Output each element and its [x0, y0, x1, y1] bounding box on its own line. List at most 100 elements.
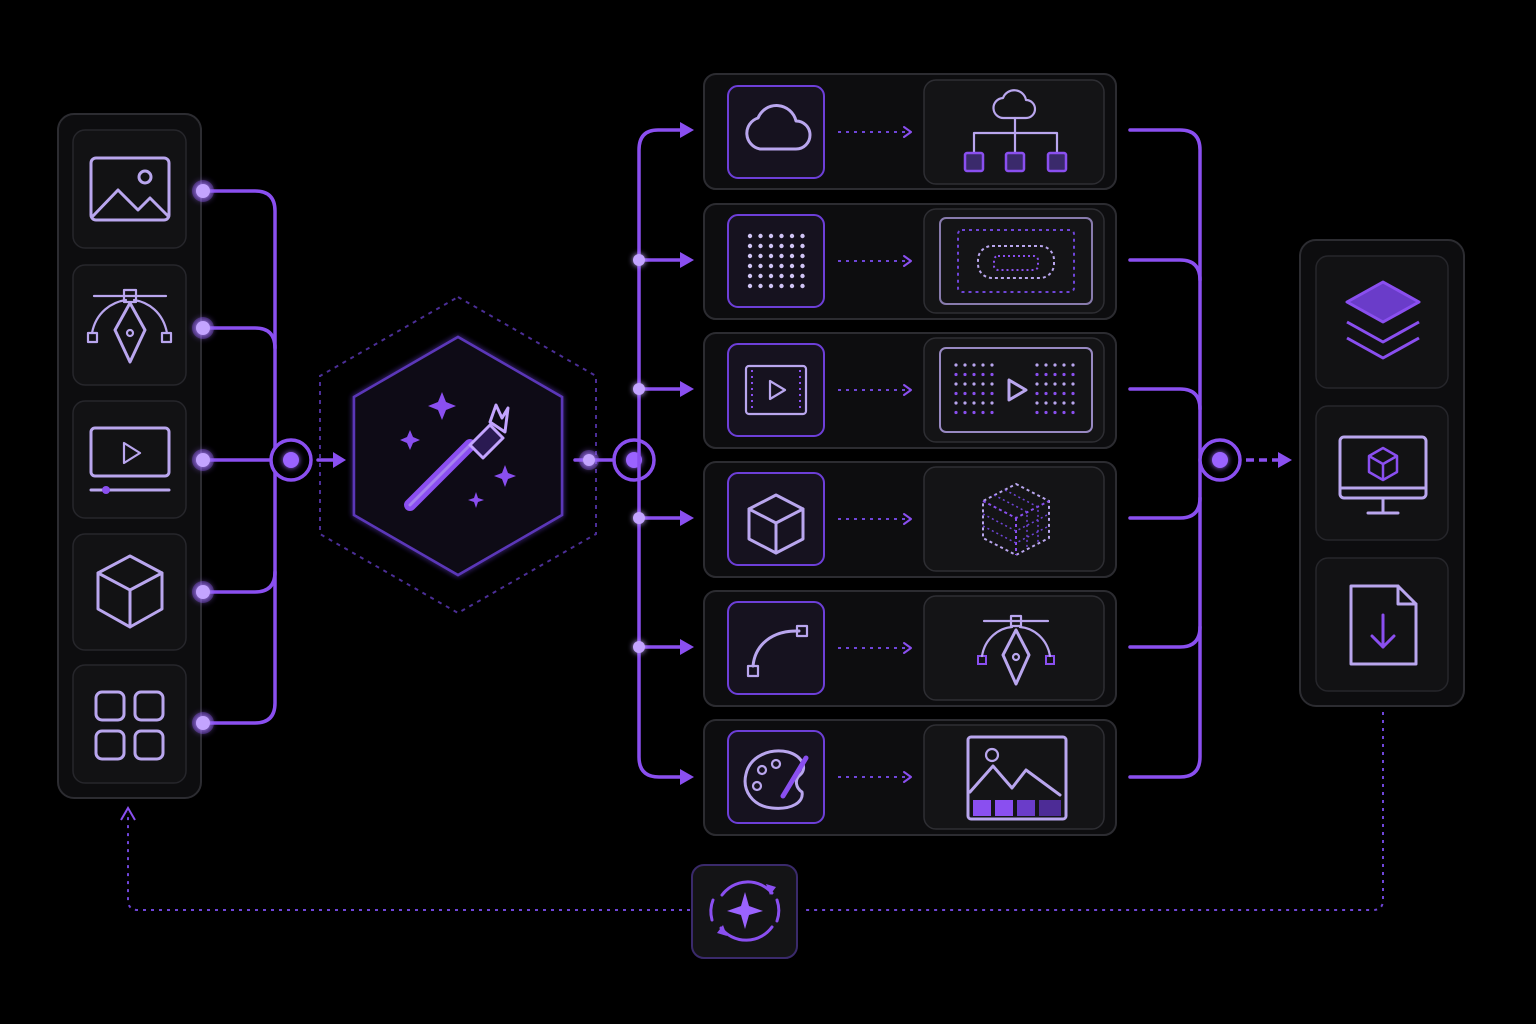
grid-dot — [758, 253, 763, 259]
input-port-4[interactable] — [196, 585, 210, 599]
pattern-dot — [972, 372, 976, 377]
pattern-dot — [963, 372, 967, 377]
pattern-dot — [1062, 363, 1066, 367]
pattern-dot — [1071, 382, 1075, 386]
pattern-dot — [1044, 363, 1048, 367]
grid-dot — [747, 233, 753, 239]
grid-dot — [758, 283, 763, 289]
pattern-dot — [990, 372, 994, 377]
pattern-dot — [981, 382, 985, 386]
bezier-curve-icon — [746, 624, 809, 678]
pattern-dot — [1062, 401, 1066, 405]
grid-dot — [768, 273, 774, 279]
pattern-dot — [954, 382, 958, 386]
processor-node[interactable] — [319, 295, 597, 615]
transformation-rows — [703, 73, 1117, 836]
input-tile-grid[interactable] — [72, 664, 187, 784]
pattern-dot — [981, 363, 985, 367]
layers-icon — [1345, 280, 1421, 360]
grid-dot — [768, 253, 774, 259]
image-icon — [89, 156, 171, 222]
pattern-dot — [981, 372, 985, 377]
pattern-dot — [972, 410, 976, 415]
pattern-dot — [1044, 410, 1048, 415]
grid-dot — [800, 283, 805, 289]
grid-dot — [758, 243, 763, 249]
pattern-dot — [1035, 372, 1039, 377]
grid-dot — [747, 283, 753, 289]
pattern-dot — [954, 410, 958, 415]
hierarchy-icon — [963, 89, 1068, 173]
grid-dot — [779, 273, 784, 279]
grid-dot — [768, 263, 774, 269]
row-arrows — [838, 126, 912, 783]
cloud-icon — [745, 104, 812, 151]
pattern-dot — [1035, 410, 1039, 415]
pattern-dot — [963, 401, 967, 405]
grid-dot — [800, 233, 805, 239]
file-download-icon — [1349, 584, 1418, 666]
feedback-node[interactable] — [691, 864, 798, 959]
distribution-hub[interactable] — [612, 438, 656, 482]
grid-dot — [789, 243, 795, 249]
pattern-dot — [954, 401, 958, 405]
arrow-to-processor — [333, 452, 346, 468]
grid-dot — [800, 273, 805, 279]
grid-dot — [789, 283, 795, 289]
pattern-dot — [963, 410, 967, 415]
cube-icon — [96, 554, 164, 629]
palette-icon — [743, 749, 809, 810]
grid-dot — [779, 283, 784, 289]
pattern-dot — [1044, 401, 1048, 405]
pattern-dot — [972, 401, 976, 405]
input-tile-vector[interactable] — [72, 264, 187, 386]
pattern-dot — [981, 410, 985, 415]
video-frame-icon — [744, 364, 808, 416]
pattern-dot — [1062, 391, 1066, 396]
pattern-dot — [1071, 391, 1075, 396]
grid-dot — [789, 253, 795, 259]
input-port-2[interactable] — [196, 321, 210, 335]
grid-dot — [768, 243, 774, 249]
pattern-dot — [1062, 410, 1066, 415]
pattern-dot — [990, 382, 994, 386]
pattern-dot — [1035, 391, 1039, 396]
grid-dot — [800, 253, 805, 259]
merge-hub[interactable] — [1198, 438, 1242, 482]
dot-grid-icon — [747, 233, 805, 289]
grid-dot — [779, 233, 784, 239]
pattern-dot — [981, 391, 985, 396]
input-hub[interactable] — [269, 438, 313, 482]
input-connectors — [192, 180, 346, 734]
distribution-connectors — [573, 122, 694, 785]
pattern-dot — [1053, 363, 1057, 367]
grid-dot — [747, 243, 753, 249]
sparkle-cycle-icon — [709, 880, 781, 942]
input-port-5[interactable] — [196, 716, 210, 730]
grid-dot — [789, 233, 795, 239]
input-port-1[interactable] — [196, 184, 210, 198]
grid-dot — [747, 253, 753, 259]
image-gallery-icon — [966, 735, 1068, 821]
grid-dot — [758, 263, 763, 269]
pattern-dot — [1053, 391, 1057, 396]
pattern-dot — [954, 363, 958, 367]
pattern-dot — [1053, 372, 1057, 377]
pattern-dot — [1053, 410, 1057, 415]
grid-apps-icon — [94, 690, 165, 761]
grid-dot — [758, 233, 763, 239]
input-port-3[interactable] — [196, 453, 210, 467]
pattern-dot — [1035, 401, 1039, 405]
grid-dot — [789, 263, 795, 269]
pattern-dot — [1044, 372, 1048, 377]
pattern-dot — [1044, 391, 1048, 396]
grid-dot — [768, 283, 774, 289]
grid-dot — [789, 273, 795, 279]
pattern-dot — [990, 391, 994, 396]
pattern-dot — [963, 382, 967, 386]
pattern-dot — [990, 410, 994, 415]
grid-dot — [747, 273, 753, 279]
pattern-dot — [1053, 382, 1057, 386]
pattern-dot — [990, 363, 994, 367]
